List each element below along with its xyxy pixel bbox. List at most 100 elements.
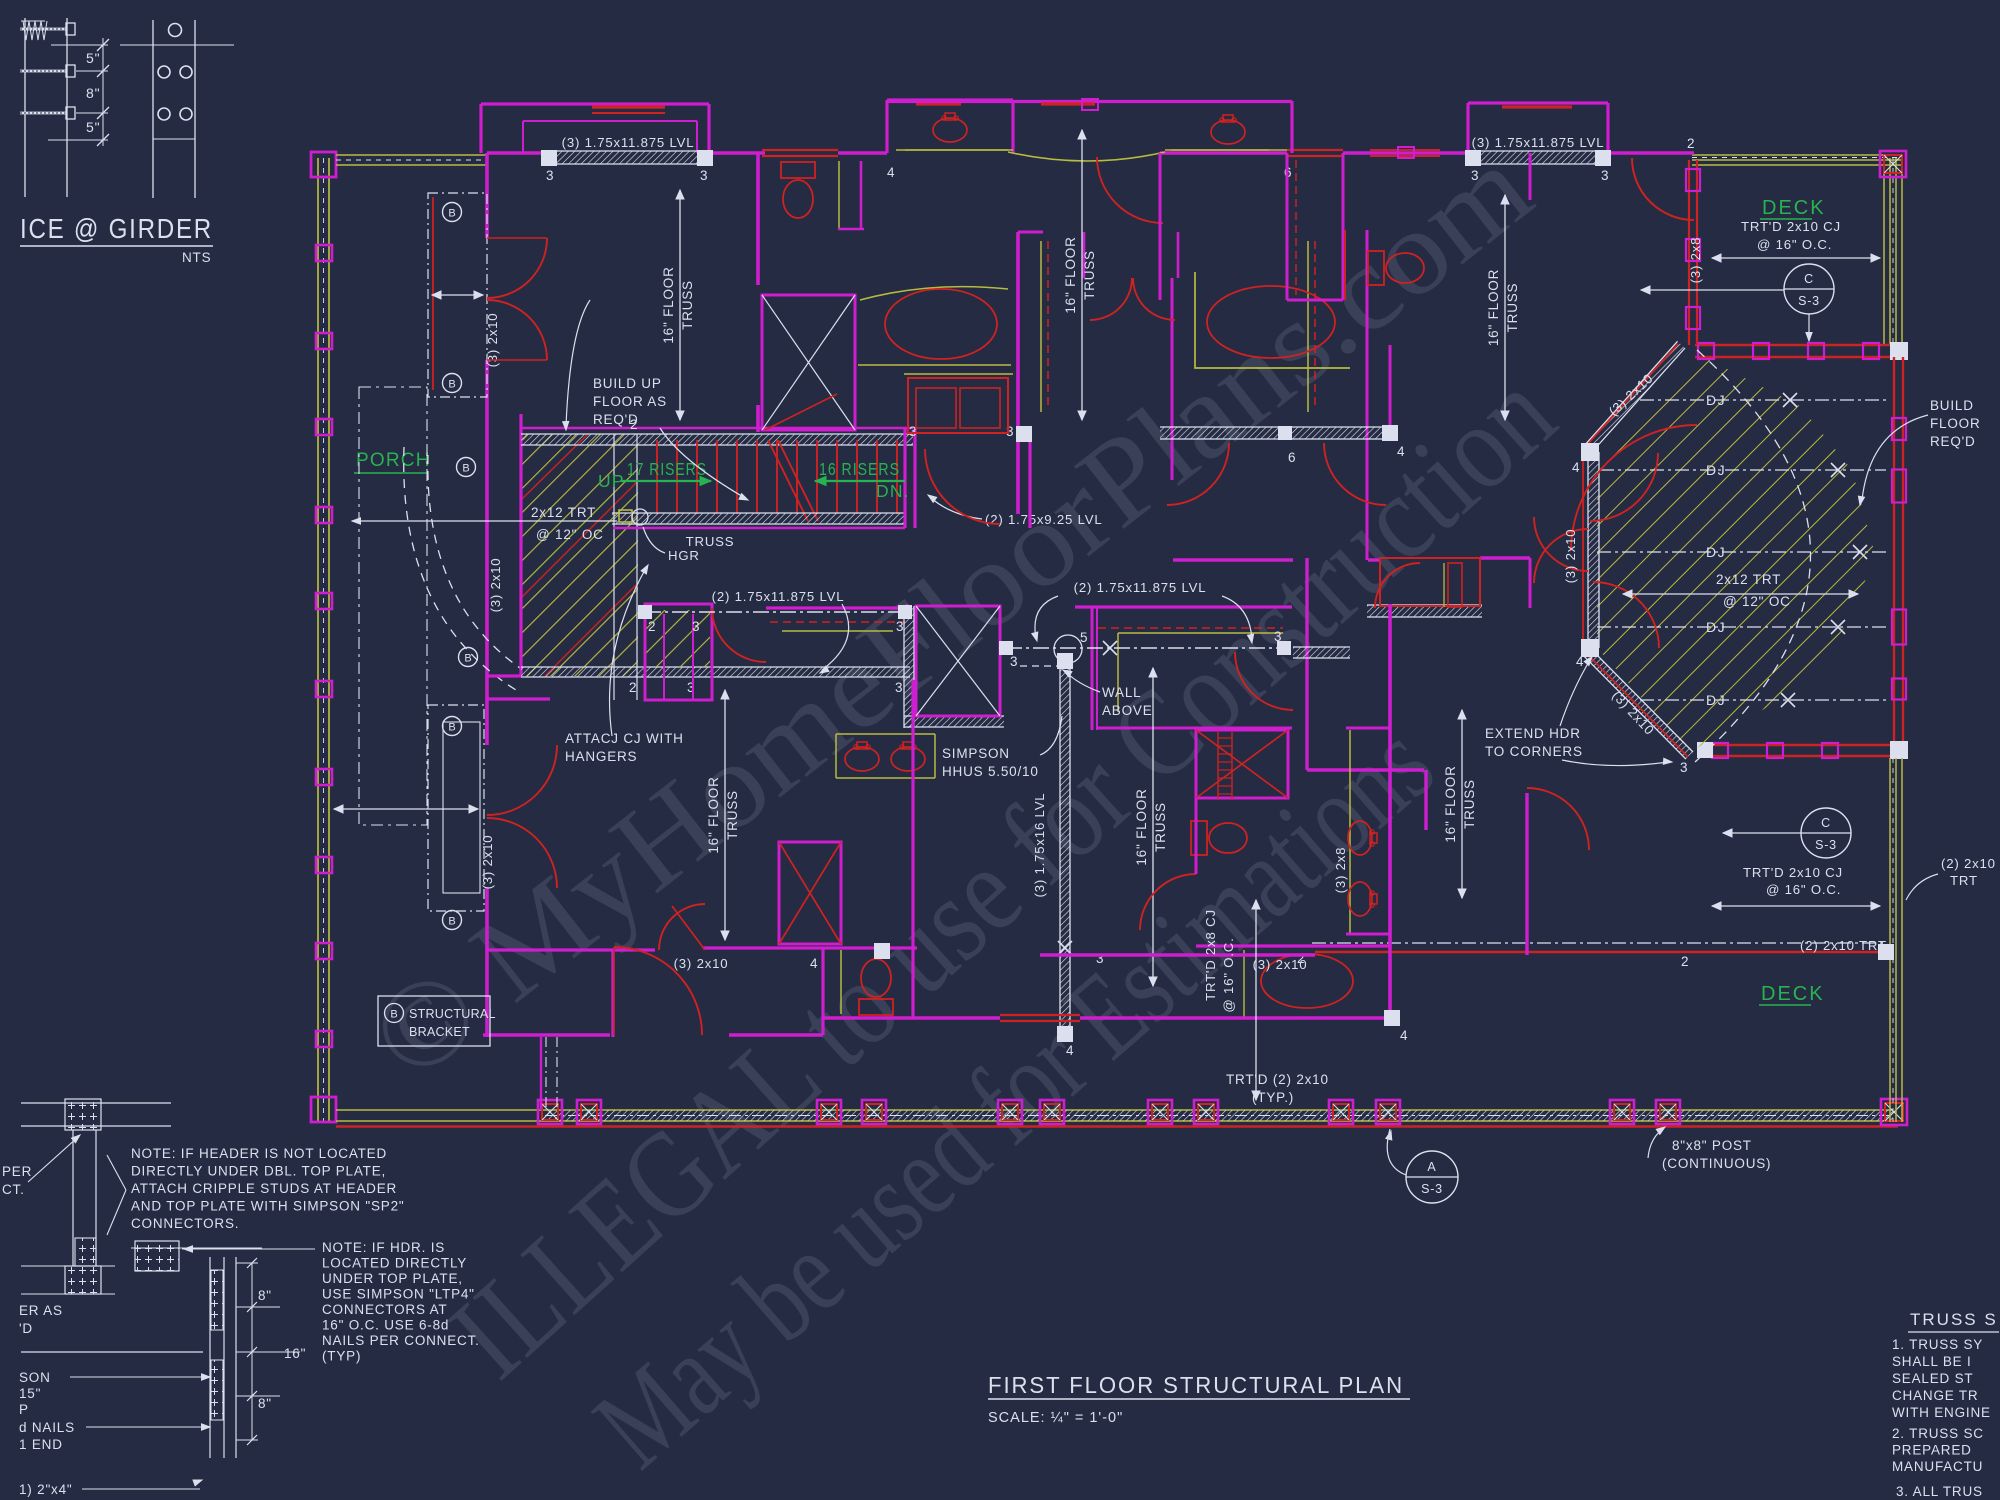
svg-text:8": 8" — [258, 1396, 272, 1411]
svg-text:SHALL BE I: SHALL BE I — [1892, 1354, 1972, 1369]
svg-text:3: 3 — [896, 619, 904, 634]
svg-text:2: 2 — [1297, 951, 1305, 966]
svg-text:3: 3 — [895, 680, 903, 695]
svg-text:LOCATED DIRECTLY: LOCATED DIRECTLY — [322, 1256, 467, 1271]
svg-text:B: B — [462, 463, 469, 475]
svg-text:PORCH: PORCH — [356, 450, 431, 471]
svg-text:16" FLOOR: 16" FLOOR — [1443, 765, 1458, 842]
svg-text:ABOVE: ABOVE — [1102, 703, 1153, 718]
svg-text:4: 4 — [1397, 444, 1405, 459]
svg-text:TRT'D (2) 2x10: TRT'D (2) 2x10 — [1226, 1072, 1329, 1087]
svg-text:16 RISERS: 16 RISERS — [819, 459, 900, 479]
svg-text:1. TRUSS SY: 1. TRUSS SY — [1892, 1337, 1983, 1352]
svg-text:8": 8" — [258, 1288, 272, 1303]
svg-text:TRT'D 2x10 CJ: TRT'D 2x10 CJ — [1741, 219, 1841, 234]
svg-text:(2) 1.75x11.875 LVL: (2) 1.75x11.875 LVL — [712, 589, 845, 604]
svg-text:(TYP.): (TYP.) — [1252, 1090, 1294, 1105]
svg-text:HANGERS: HANGERS — [565, 749, 637, 764]
svg-text:(3) 2x8: (3) 2x8 — [1688, 237, 1703, 284]
svg-text:PER: PER — [2, 1164, 32, 1179]
svg-text:6: 6 — [1288, 450, 1296, 465]
svg-text:STRUCTURAL: STRUCTURAL — [409, 1007, 496, 1021]
svg-text:CT.: CT. — [2, 1182, 25, 1197]
svg-text:(3) 1.75x11.875 LVL: (3) 1.75x11.875 LVL — [1472, 135, 1605, 150]
svg-text:(3) 2x10: (3) 2x10 — [1563, 529, 1578, 584]
svg-text:ATTACJ CJ WITH: ATTACJ CJ WITH — [565, 731, 684, 746]
svg-text:PREPARED: PREPARED — [1892, 1443, 1972, 1458]
svg-text:16" FLOOR: 16" FLOOR — [1063, 236, 1078, 313]
svg-text:3: 3 — [546, 168, 554, 183]
svg-text:3: 3 — [1601, 168, 1609, 183]
svg-text:NAILS PER CONNECT.: NAILS PER CONNECT. — [322, 1333, 480, 1348]
svg-text:NTS: NTS — [182, 250, 211, 265]
svg-text:B: B — [448, 916, 455, 928]
svg-text:(TYP): (TYP) — [322, 1349, 361, 1364]
svg-text:2: 2 — [1687, 136, 1695, 151]
svg-text:C: C — [1821, 816, 1831, 830]
svg-text:2x12 TRT: 2x12 TRT — [1716, 572, 1781, 587]
svg-text:16": 16" — [284, 1346, 306, 1361]
svg-text:(3) 2x10: (3) 2x10 — [485, 313, 500, 368]
svg-text:'D: 'D — [19, 1321, 33, 1336]
svg-text:(3) 2x10: (3) 2x10 — [480, 835, 495, 890]
svg-text:SIMPSON: SIMPSON — [942, 746, 1010, 761]
svg-text:8": 8" — [86, 85, 100, 101]
svg-text:C: C — [1804, 272, 1814, 286]
svg-text:(2) 2x10: (2) 2x10 — [1941, 856, 1996, 871]
svg-text:CONNECTORS.: CONNECTORS. — [131, 1216, 239, 1231]
svg-text:TRUSS: TRUSS — [1082, 250, 1097, 300]
svg-text:UP: UP — [598, 471, 625, 491]
svg-text:TRT'D 2x8 CJ: TRT'D 2x8 CJ — [1203, 909, 1218, 1001]
svg-text:(3) 1.75x16 LVL: (3) 1.75x16 LVL — [1032, 793, 1047, 898]
svg-text:B: B — [448, 208, 455, 220]
svg-text:BUILD: BUILD — [1930, 398, 1974, 413]
svg-text:TRUSS: TRUSS — [1505, 283, 1520, 333]
svg-text:CHANGE TR: CHANGE TR — [1892, 1388, 1978, 1403]
svg-text:HHUS 5.50/10: HHUS 5.50/10 — [942, 764, 1039, 779]
svg-text:B: B — [448, 722, 455, 734]
svg-text:DJ: DJ — [1706, 392, 1726, 408]
svg-text:3: 3 — [1274, 629, 1282, 644]
svg-text:3: 3 — [909, 424, 917, 439]
svg-text:AND TOP PLATE WITH SIMPSON "SP: AND TOP PLATE WITH SIMPSON "SP2" — [131, 1199, 405, 1214]
svg-text:16" FLOOR: 16" FLOOR — [1134, 788, 1149, 865]
svg-text:REQ'D: REQ'D — [1930, 434, 1976, 449]
svg-text:3: 3 — [700, 168, 708, 183]
svg-text:16" O.C. USE 6-8d: 16" O.C. USE 6-8d — [322, 1318, 449, 1333]
svg-text:DECK: DECK — [1762, 197, 1826, 219]
svg-text:4: 4 — [1576, 654, 1584, 669]
svg-text:CONNECTORS AT: CONNECTORS AT — [322, 1302, 447, 1317]
svg-text:DJ: DJ — [1706, 619, 1726, 635]
svg-text:BRACKET: BRACKET — [409, 1025, 470, 1039]
svg-text:2: 2 — [629, 680, 637, 695]
svg-text:4: 4 — [1572, 460, 1580, 475]
svg-text:USE SIMPSON "LTP4": USE SIMPSON "LTP4" — [322, 1287, 475, 1302]
svg-text:16" FLOOR: 16" FLOOR — [661, 266, 676, 343]
svg-text:4: 4 — [1066, 1043, 1074, 1058]
svg-text:17 RISERS: 17 RISERS — [627, 459, 707, 479]
svg-text:B: B — [464, 653, 471, 665]
svg-text:SCALE: ¼" = 1'-0": SCALE: ¼" = 1'-0" — [988, 1410, 1123, 1426]
svg-text:4: 4 — [887, 165, 895, 180]
svg-text:DN.: DN. — [876, 481, 910, 501]
svg-text:DJ: DJ — [1706, 544, 1726, 560]
svg-text:S-3: S-3 — [1815, 838, 1837, 852]
svg-text:ICE @ GIRDER: ICE @ GIRDER — [20, 213, 213, 244]
svg-text:EXTEND HDR: EXTEND HDR — [1485, 726, 1581, 741]
svg-text:TRT'D 2x10 CJ: TRT'D 2x10 CJ — [1743, 865, 1843, 880]
svg-text:BUILD UP: BUILD UP — [593, 376, 662, 391]
svg-text:DECK: DECK — [1761, 983, 1825, 1005]
svg-text:(3) 2x10: (3) 2x10 — [488, 558, 503, 613]
svg-text:3: 3 — [687, 680, 695, 695]
svg-text:FLOOR: FLOOR — [1930, 416, 1981, 431]
svg-text:FIRST FLOOR STRUCTURAL PLAN: FIRST FLOOR STRUCTURAL PLAN — [988, 1372, 1404, 1398]
svg-text:16" FLOOR: 16" FLOOR — [1486, 269, 1501, 346]
svg-text:1 END: 1 END — [19, 1437, 63, 1452]
svg-text:NOTE: IF HEADER IS NOT LOCATED: NOTE: IF HEADER IS NOT LOCATED — [131, 1146, 387, 1161]
svg-text:TO CORNERS: TO CORNERS — [1485, 744, 1583, 759]
svg-text:@ 16" O.C.: @ 16" O.C. — [1221, 937, 1236, 1012]
svg-text:TRUSS: TRUSS — [725, 790, 740, 840]
svg-text:4: 4 — [810, 956, 818, 971]
svg-text:B: B — [390, 1009, 397, 1021]
svg-text:NOTE: IF HDR. IS: NOTE: IF HDR. IS — [322, 1240, 445, 1255]
